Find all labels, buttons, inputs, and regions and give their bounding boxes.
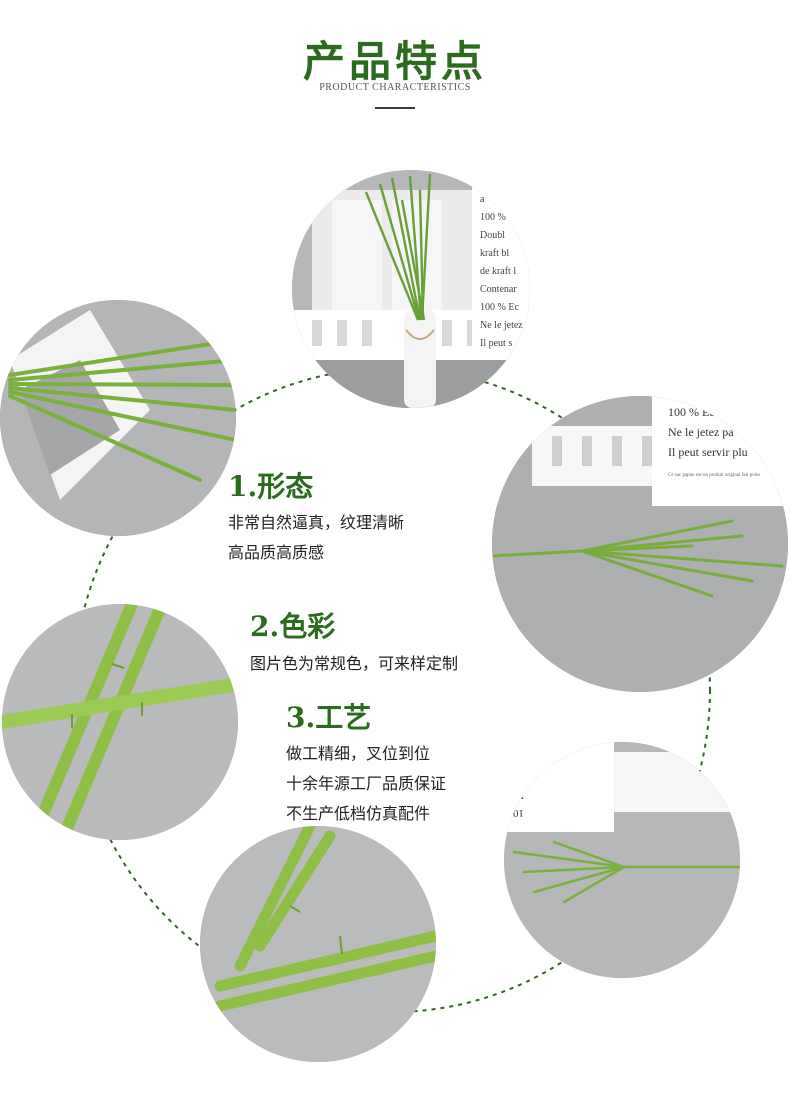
top-card-line-5: de kraft l [480,266,516,277]
top-card-line-6: Contenar [480,284,517,295]
feature-craft-line-3: 不生产低档仿真配件 [286,804,431,823]
top-card-line-4: kraft bl [480,248,509,259]
top-card-line-3: Doubl [480,230,505,241]
top-card-line-7: 100 % Ec [480,302,519,313]
photo-full-stem: 100 % Ec Ne le jetez pa Il peut servir p… [492,396,788,692]
photo-stems-closeup [0,300,236,536]
photo-joint-closeup [2,604,238,840]
feature-craft-line-1: 做工精细，叉位到位 [286,744,431,763]
top-card-line-8: Ne le jetez [480,320,523,331]
right-card-fine-print: Ce sac papier est un produit original fa… [668,473,760,478]
feature-color-line-1: 图片色为常规色，可来样定制 [250,654,459,673]
page-subtitle: PRODUCT CHARACTERISTICS [319,82,471,93]
feature-craft-line-2: 十余年源工厂品质保证 [286,774,447,793]
right-card-line-3: Il peut servir plu [668,445,748,459]
top-card-line-1: a [480,194,485,205]
feature-form-line-1: 非常自然逼真，纹理清晰 [228,513,405,532]
feature-heading-craft: 3.工艺 [286,701,372,734]
right-card-line-2: Ne le jetez pa [668,425,734,439]
feature-heading-color: 2.色彩 [250,610,336,643]
photo-branch-node [200,826,436,1062]
top-card-line-9: Il peut s [480,338,512,349]
page-title: 产品特点 [302,37,487,86]
feature-heading-form: 1.形态 [228,470,314,503]
photo-stem-spread: 100 % E Ne le jetez p Il peut servir p [504,742,740,978]
feature-form-line-2: 高品质高质感 [228,543,325,562]
top-card-line-2: 100 % [480,212,506,223]
title-underline [375,107,415,109]
photo-vase-arrangement: a 100 % Doubl kraft bl de kraft l Conten… [292,170,530,408]
